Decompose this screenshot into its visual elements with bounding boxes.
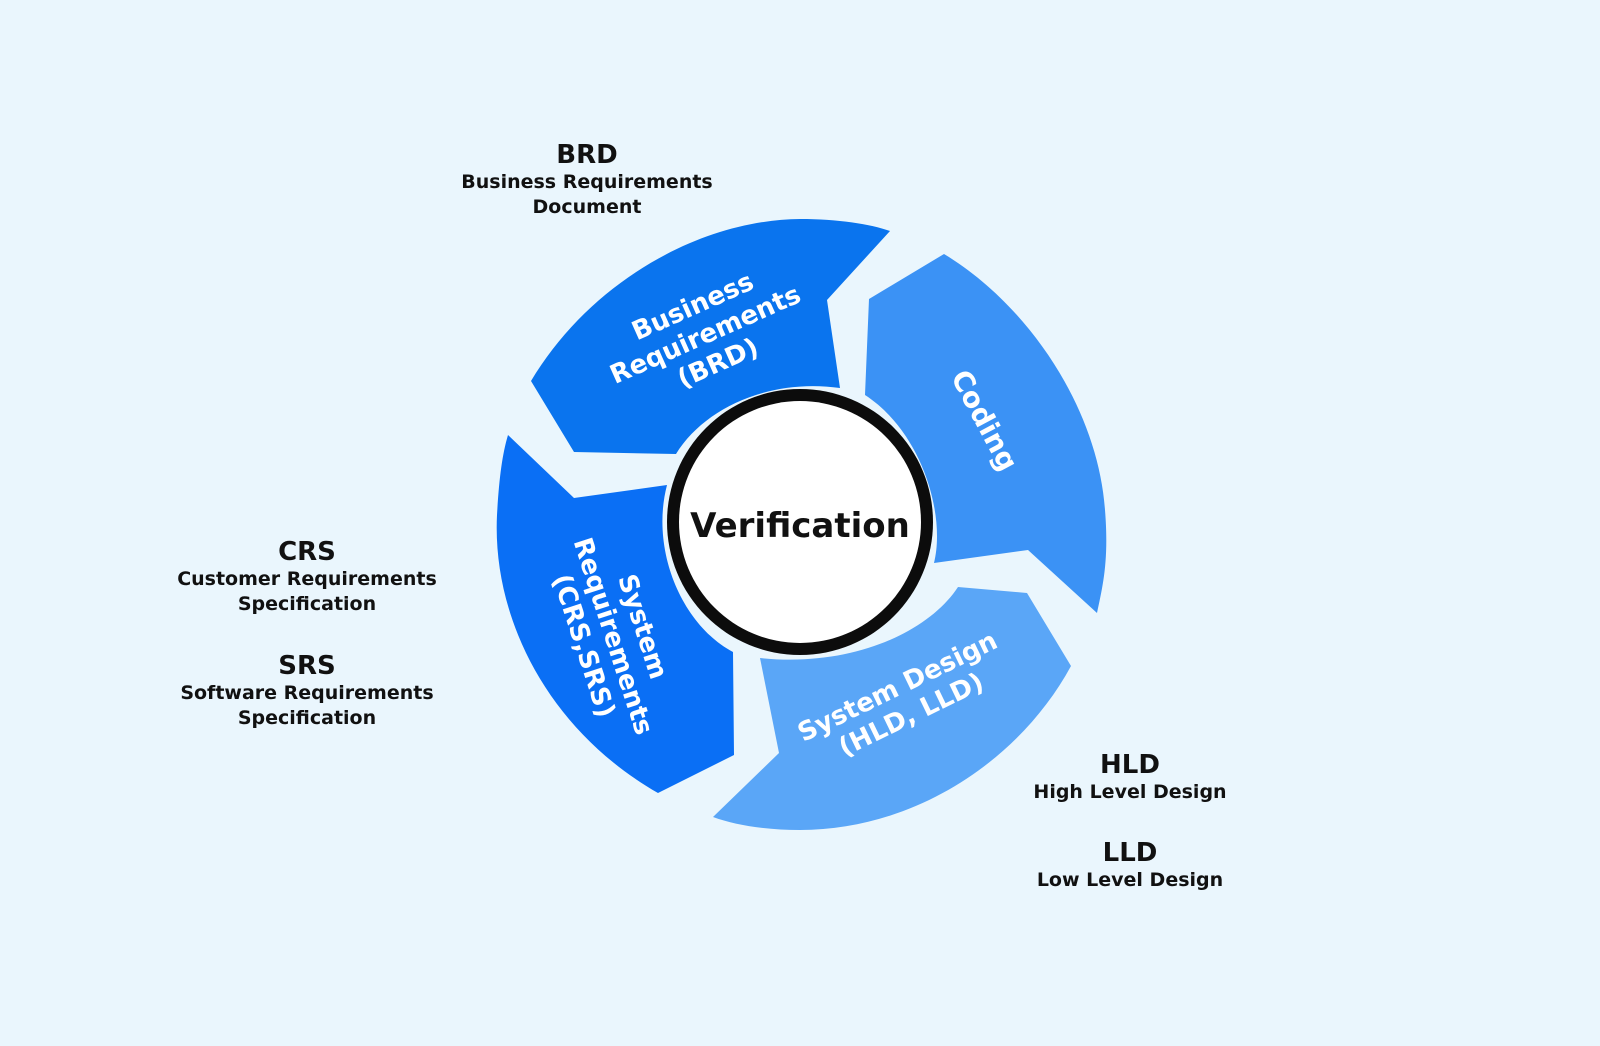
callout-crs-line1: Customer Requirements xyxy=(177,568,437,590)
callout-crs: CRS Customer Requirements Specification xyxy=(147,537,467,617)
callout-lld: LLD Low Level Design xyxy=(970,838,1290,893)
callout-srs-line1: Software Requirements xyxy=(180,682,434,704)
callout-crs-line2: Specification xyxy=(237,593,377,615)
cycle-segments xyxy=(496,219,1107,830)
segment-coding xyxy=(865,254,1107,613)
callout-hld-line1: High Level Design xyxy=(1033,781,1227,803)
callout-hld: HLD High Level Design xyxy=(970,750,1290,805)
callout-brd: BRD Business Requirements Document xyxy=(427,140,747,220)
callout-brd-abbr: BRD xyxy=(556,140,618,170)
callout-brd-line2: Document xyxy=(532,196,642,218)
segment-system-design xyxy=(713,587,1071,830)
callout-srs-line2: Specification xyxy=(237,707,377,729)
callout-srs-abbr: SRS xyxy=(278,651,336,681)
callout-crs-abbr: CRS xyxy=(278,537,336,567)
segment-business-requirements xyxy=(531,219,890,454)
callout-hld-abbr: HLD xyxy=(1100,750,1160,780)
verification-label: Verification xyxy=(690,506,910,546)
callout-lld-abbr: LLD xyxy=(1102,838,1158,868)
callout-srs: SRS Software Requirements Specification xyxy=(147,651,467,731)
verification-hub-disc xyxy=(679,401,921,643)
callout-brd-line1: Business Requirements xyxy=(461,171,713,193)
callout-lld-line1: Low Level Design xyxy=(1036,869,1224,891)
segment-system-requirements xyxy=(496,435,734,793)
verification-hub: Verification xyxy=(667,389,933,655)
